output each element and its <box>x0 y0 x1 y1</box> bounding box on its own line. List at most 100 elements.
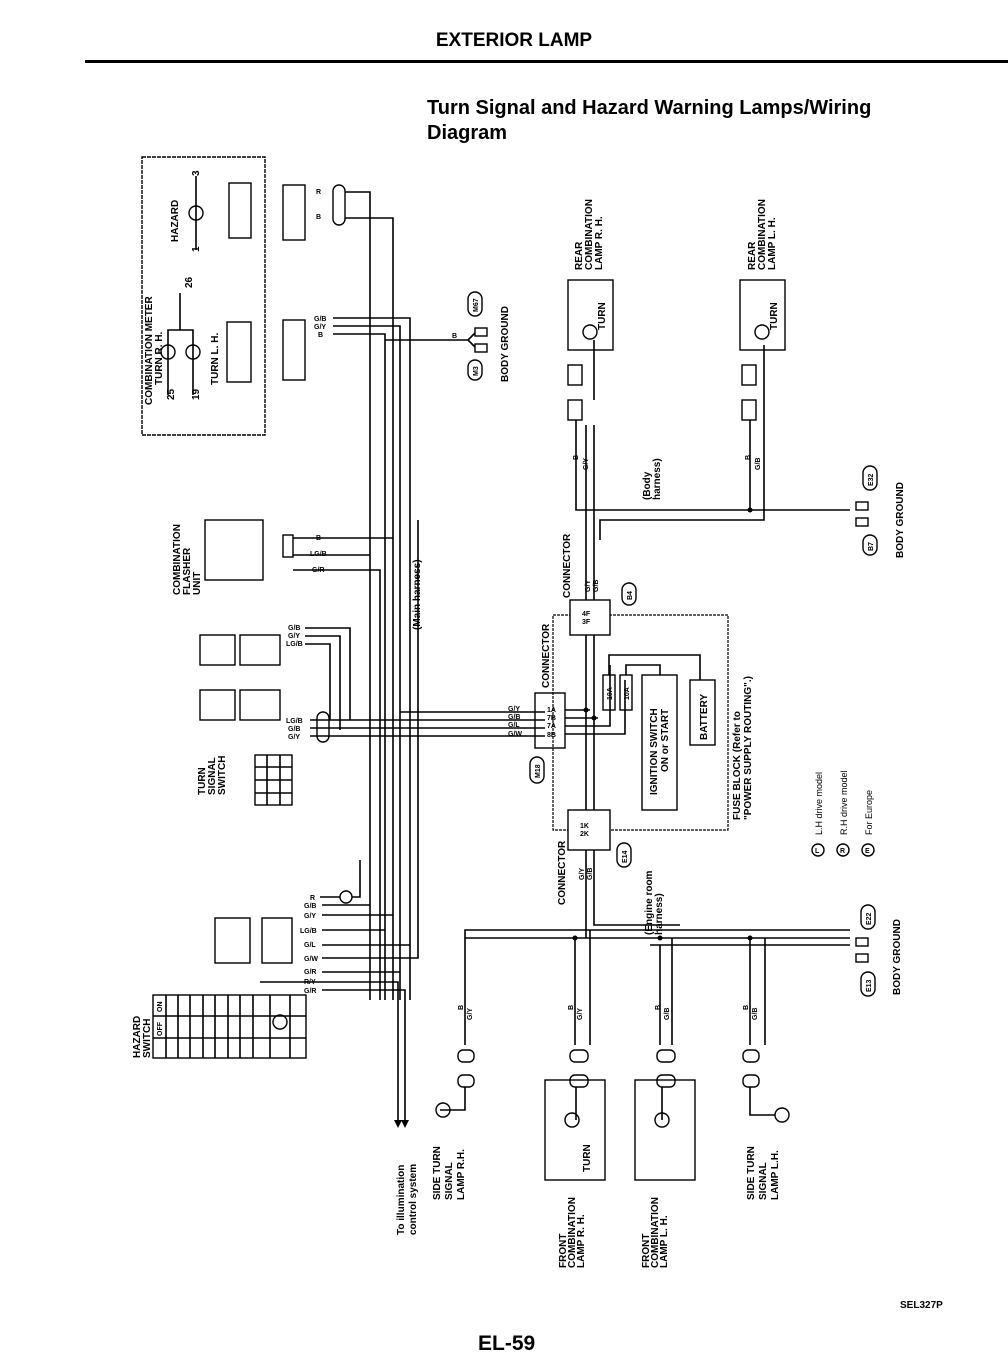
hazard-switch-label: HAZARD <box>132 1016 143 1058</box>
wire-label: G/B <box>593 580 600 592</box>
ground-terminal-icon <box>855 517 869 527</box>
side-lh-label: SIDE TURN <box>746 1146 757 1200</box>
turn-lh-label: TURN L. H. <box>210 333 221 385</box>
turn-signal-switch-label: SIGNAL <box>207 757 218 795</box>
body-ground-label: BODY GROUND <box>500 306 511 382</box>
title-line-1: Turn Signal and Hazard Warning Lamps/Wir… <box>427 97 872 119</box>
on-label: ON <box>157 1002 164 1013</box>
body-harness-label: harness) <box>652 458 663 500</box>
connector-id-badge <box>616 842 632 868</box>
ground-terminal-icon <box>855 937 869 947</box>
bottom-connectors <box>457 1049 760 1088</box>
rear-lamp-rh-label: LAMP R. H. <box>594 216 605 270</box>
rear-lamp-lh <box>739 279 786 351</box>
side-rh-label: SIGNAL <box>444 1162 455 1200</box>
wire-label: B <box>452 333 457 340</box>
wire-label: G/W <box>304 956 318 963</box>
connector-id-badge <box>529 756 545 784</box>
side-rh-label: LAMP R.H. <box>456 1149 467 1200</box>
hazard-switch-label: SWITCH <box>142 1019 153 1058</box>
connector-m18 <box>534 692 566 749</box>
connector-icon <box>567 364 583 386</box>
header-divider <box>85 60 1008 63</box>
wire-label: G/Y <box>288 633 300 640</box>
turn-rh-label: TURN R. H. <box>154 331 165 385</box>
europe-marker-icon <box>339 890 353 904</box>
pin-label: 25 <box>166 388 177 400</box>
front-lamp-rh-label: FRONT <box>558 1234 569 1268</box>
rear-lamp-rh-label: REAR <box>574 241 585 270</box>
front-lamp-lh-label: FRONT <box>641 1234 652 1268</box>
meter-connector-icon <box>228 182 252 239</box>
turn-signal-switch-label: TURN <box>197 767 208 795</box>
wire-label: G/Y <box>577 1008 584 1020</box>
rear-lamp-lh-label: COMBINATION <box>757 199 768 270</box>
switch-connector-icon <box>199 689 236 721</box>
switch-connector-icon <box>199 634 236 666</box>
wire-label: G/Y <box>314 324 326 331</box>
ground-terminal-icon <box>474 327 488 337</box>
bulb-icon <box>582 324 598 340</box>
legend-symbol-icon <box>811 843 825 857</box>
pin-label: 3F <box>582 619 591 626</box>
connector-id: B4 <box>627 591 634 600</box>
combination-meter-label: COMBINATION METER <box>144 296 155 405</box>
bulb-icon <box>564 1112 580 1128</box>
hazard-connector-icon <box>261 917 293 964</box>
pin-label: 7B <box>547 715 556 722</box>
wire-label: G/B <box>752 1008 759 1020</box>
wire-label: G/B <box>314 316 326 323</box>
ground-terminal-icon <box>474 343 488 353</box>
connector-id-badge <box>467 359 483 381</box>
flasher-label: UNIT <box>192 572 203 595</box>
connector-icon <box>282 534 294 558</box>
fuse-rating: 10A <box>624 687 631 700</box>
pin-label: 26 <box>184 276 195 288</box>
combination-meter: COMBINATION METER TURN R. H. TURN L. H. … <box>141 156 266 436</box>
battery <box>689 679 716 746</box>
wire-label: G/Y <box>579 868 586 880</box>
wire-label: G/Y <box>585 580 592 592</box>
pin-label: 8B <box>547 732 556 739</box>
meter-connector-icon <box>226 321 252 383</box>
connector-id: E14 <box>622 850 629 863</box>
rear-lamp-rh <box>567 279 614 351</box>
front-lamp-lh-label: LAMP L. H. <box>659 1215 670 1268</box>
pin-label: 1K <box>580 823 589 830</box>
legend-symbol-icon <box>836 843 850 857</box>
pin-label: 19 <box>191 388 202 400</box>
side-lh-label: LAMP L.H. <box>770 1150 781 1200</box>
connector-id-badge <box>862 465 878 491</box>
wire-label: G/Y <box>467 1008 474 1020</box>
connector-id-badge <box>860 904 876 930</box>
hazard-bulb-icon <box>188 205 204 221</box>
connector-id-badge <box>860 971 876 997</box>
front-lamp-lh-label: COMBINATION <box>650 1197 661 1268</box>
wire-label: B <box>316 214 321 221</box>
wire-label: B <box>655 1005 662 1010</box>
bulb-icon <box>754 324 770 340</box>
ignition-switch-label: ON or START <box>660 709 671 772</box>
hazard-connector-icon <box>214 917 251 964</box>
wire-label: G/Y <box>304 913 316 920</box>
side-rh-label: SIDE TURN <box>432 1146 443 1200</box>
turn-signal-switch-label: SWITCH <box>217 756 228 795</box>
front-lamp-rh-label: LAMP R. H. <box>576 1214 587 1268</box>
rear-lamp-lh-label: REAR <box>747 241 758 270</box>
wire-label: G/Y <box>288 734 300 741</box>
wire-label: G/B <box>288 625 300 632</box>
fuse-block-label: "POWER SUPPLY ROUTING".) <box>743 676 754 820</box>
side-lh-bulb-icon <box>774 1107 790 1123</box>
wire-label: G/W <box>508 731 522 738</box>
bulb-label: TURN <box>769 302 780 330</box>
connector-e14 <box>567 809 611 851</box>
engine-harness-label: harness) <box>654 893 665 935</box>
connector-id: M18 <box>535 764 542 778</box>
wire-label: B <box>743 1005 750 1010</box>
connector-id: M67 <box>473 298 480 312</box>
ignition-switch <box>641 674 678 811</box>
body-ground-label: BODY GROUND <box>892 919 903 995</box>
connector-id-badge <box>467 291 483 317</box>
wire-label: B <box>458 1005 465 1010</box>
side-lh-label: SIGNAL <box>758 1162 769 1200</box>
